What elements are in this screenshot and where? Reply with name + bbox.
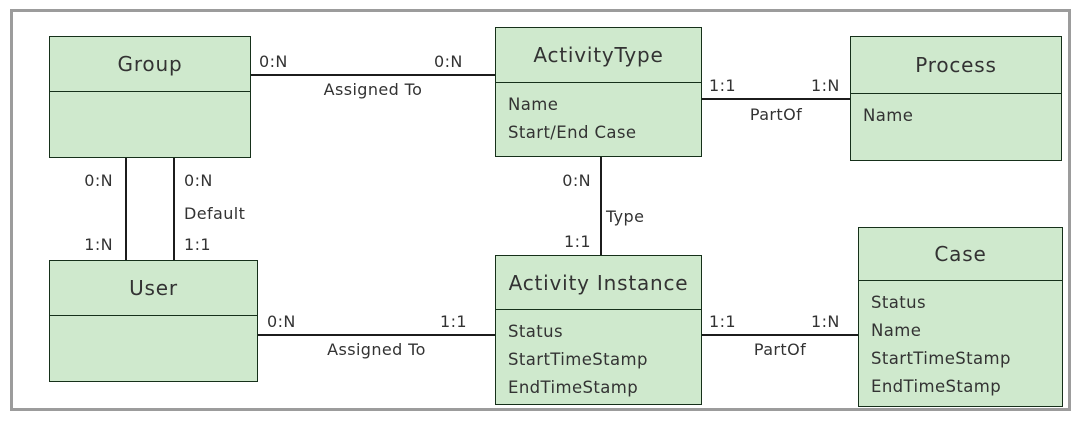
entity-attribute: Name [871,321,922,340]
relationship-line-group-activitytype [251,74,495,76]
entity-activity-instance: Activity Instance Status StartTimeStamp … [495,255,702,405]
entity-title: ActivityType [496,28,701,83]
relationship-name-label: PartOf [753,340,807,359]
cardinality-label: 0:N [267,312,296,331]
entity-title: Activity Instance [496,256,701,310]
entity-process: Process Name [850,36,1062,161]
entity-attribute: Name [863,106,914,125]
entity-attribute: EndTimeStamp [508,378,639,397]
relationship-line-user-activityinstance [258,334,495,336]
entity-attribute: StartTimeStamp [508,350,648,369]
relationship-line-activityinstance-case [702,334,858,336]
entity-attributes: Name [851,94,1061,130]
entity-user: User [49,260,258,382]
entity-attribute: StartTimeStamp [871,349,1011,368]
cardinality-label: 1:1 [184,235,211,254]
entity-group: Group [49,36,251,158]
relationship-name-label: Assigned To [323,80,423,99]
cardinality-label: 1:1 [709,312,736,331]
relationship-line-group-user [125,158,127,260]
relationship-line-activitytype-process [702,98,850,100]
entity-activitytype: ActivityType Name Start/End Case [495,27,702,157]
entity-title: Case [859,228,1062,281]
entity-title: User [50,261,257,316]
entity-attributes [50,92,250,100]
entity-attributes: Status Name StartTimeStamp EndTimeStamp [859,281,1062,401]
cardinality-label: 0:N [562,171,591,190]
cardinality-label: 1:1 [440,312,467,331]
entity-attributes [50,316,257,324]
entity-attributes: Status StartTimeStamp EndTimeStamp [496,310,701,402]
entity-attribute: Status [508,322,563,341]
entity-case: Case Status Name StartTimeStamp EndTimeS… [858,227,1063,407]
relationship-name-label: PartOf [749,105,803,124]
cardinality-label: 0:N [184,171,213,190]
cardinality-label: 1:N [84,235,113,254]
cardinality-label: 1:1 [709,76,736,95]
relationship-name-label: Type [606,207,645,226]
cardinality-label: 1:N [811,312,840,331]
cardinality-label: 0:N [434,52,463,71]
relationship-line-activitytype-activityinstance [600,157,602,255]
cardinality-label: 1:N [811,76,840,95]
entity-title: Process [851,37,1061,94]
cardinality-label: 1:1 [564,232,591,251]
relationship-line-group-user-default [173,158,175,260]
diagram-frame: Group ActivityType Name Start/End Case P… [10,9,1071,411]
entity-attribute: EndTimeStamp [871,377,1002,396]
relationship-name-label: Assigned To [327,340,426,359]
entity-title: Group [50,37,250,92]
cardinality-label: 0:N [259,52,288,71]
entity-attribute: Start/End Case [508,123,637,142]
relationship-name-label: Default [184,204,246,223]
cardinality-label: 0:N [84,171,113,190]
entity-attribute: Status [871,293,926,312]
entity-attribute: Name [508,95,559,114]
entity-attributes: Name Start/End Case [496,83,701,147]
